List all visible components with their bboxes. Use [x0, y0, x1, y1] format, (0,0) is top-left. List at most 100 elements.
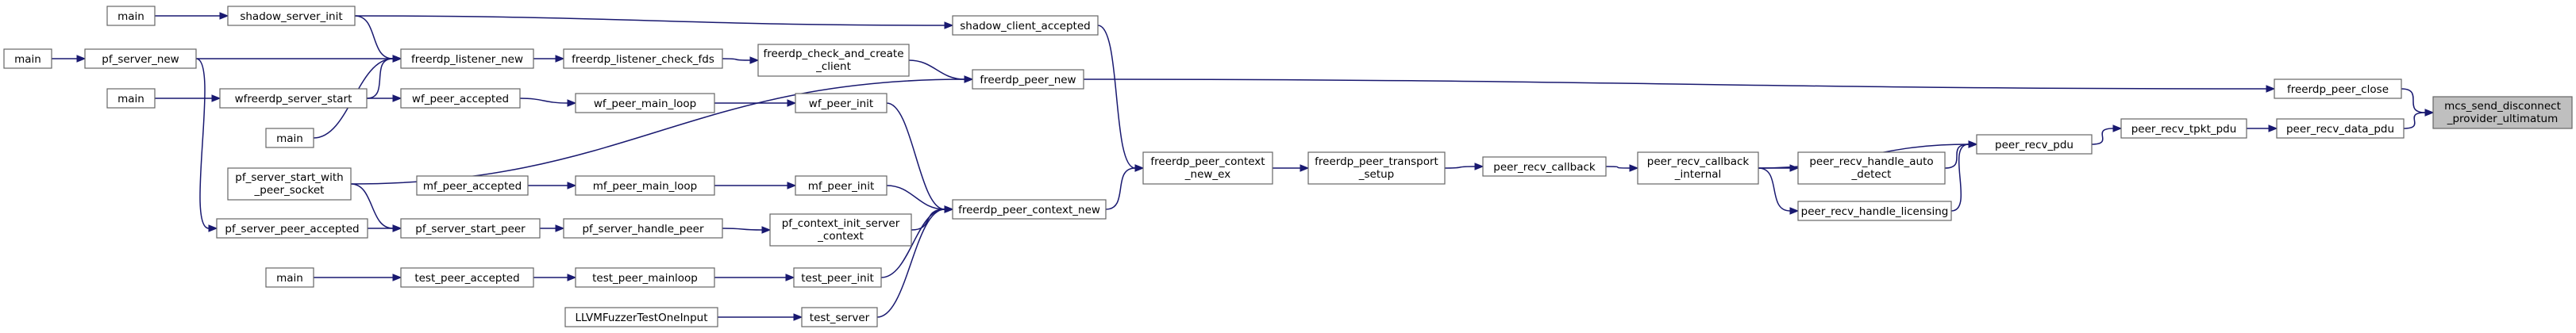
- node-freerdp-peer-context-new[interactable]: freerdp_peer_context_new: [952, 199, 1107, 220]
- edge-wf-peer-accepted-to-wf-peer-main-loop: [519, 98, 568, 104]
- node-freerdp-peer-transport-setup[interactable]: freerdp_peer_transport_setup: [1307, 151, 1446, 185]
- node-pf-context-init-server-context[interactable]: pf_context_init_server_context: [769, 213, 912, 247]
- node-label: test_peer_accepted: [414, 272, 519, 285]
- node-main-mid[interactable]: main: [265, 128, 314, 148]
- node-label: _detect: [1851, 168, 1892, 181]
- node-test-peer-init[interactable]: test_peer_init: [793, 267, 882, 288]
- node-peer-recv-handle-licensing[interactable]: peer_recv_handle_licensing: [1797, 201, 1952, 221]
- node-label: freerdp_peer_transport: [1315, 155, 1438, 168]
- node-label: pf_server_start_with: [235, 171, 343, 184]
- node-label: pf_server_new: [102, 53, 179, 66]
- node-pf-server-start-with-peer-socket[interactable]: pf_server_start_with_peer_socket: [227, 167, 352, 201]
- edge-freerdp-check-and-create-client-to-freerdp-peer-new: [908, 59, 965, 80]
- node-label: freerdp_listener_new: [411, 53, 523, 66]
- node-mcs-send-disconnect[interactable]: mcs_send_disconnect_provider_ultimatum: [2432, 96, 2573, 129]
- node-label: shadow_client_accepted: [960, 20, 1090, 33]
- node-main-pf[interactable]: main: [3, 48, 52, 69]
- node-box: [563, 48, 723, 69]
- node-peer-recv-callback-internal[interactable]: peer_recv_callback_internal: [1637, 151, 1759, 185]
- node-label: main: [117, 10, 144, 23]
- node-wfreerdp-server-start[interactable]: wfreerdp_server_start: [219, 88, 368, 109]
- node-mf-peer-init[interactable]: mf_peer_init: [795, 175, 888, 196]
- node-label: _context: [817, 230, 864, 243]
- node-peer-recv-data-pdu[interactable]: peer_recv_data_pdu: [2276, 118, 2405, 139]
- edge-arrowhead: [567, 99, 577, 107]
- edge-arrowhead: [208, 224, 218, 232]
- node-freerdp-check-and-create-client[interactable]: freerdp_check_and_create_client: [757, 44, 910, 77]
- node-label: peer_recv_data_pdu: [2286, 123, 2394, 136]
- edge-freerdp-peer-new-to-freerdp-peer-close: [1083, 78, 2267, 90]
- node-box: [795, 175, 888, 196]
- node-label: wf_peer_init: [809, 98, 873, 110]
- node-freerdp-peer-context-new-ex[interactable]: freerdp_peer_context_new_ex: [1142, 151, 1273, 185]
- edge-arrowhead: [793, 313, 803, 321]
- node-test-peer-accepted[interactable]: test_peer_accepted: [400, 267, 534, 288]
- node-box: [1797, 151, 1946, 185]
- node-peer-recv-tpkt-pdu[interactable]: peer_recv_tpkt_pdu: [2120, 118, 2247, 139]
- node-box: [972, 69, 1084, 90]
- edge-arrowhead: [76, 55, 87, 63]
- node-box: [2432, 96, 2573, 129]
- node-freerdp-listener-check-fds[interactable]: freerdp_listener_check_fds: [563, 48, 723, 69]
- node-label: peer_recv_tpkt_pdu: [2131, 123, 2237, 136]
- edge-pf-server-handle-peer-to-pf-context-init-server-context: [722, 228, 763, 231]
- node-box: [400, 88, 521, 109]
- node-mf-peer-main-loop[interactable]: mf_peer_main_loop: [575, 175, 715, 196]
- node-pf-server-start-peer[interactable]: pf_server_start_peer: [400, 218, 541, 239]
- edge-arrowhead: [964, 75, 974, 83]
- edge-peer-recv-handle-auto-detect-to-peer-recv-pdu: [1944, 144, 1970, 169]
- node-box: [216, 218, 368, 239]
- node-wf-peer-init[interactable]: wf_peer_init: [795, 93, 888, 113]
- node-label: _provider_ultimatum: [2447, 113, 2559, 125]
- edge-arrowhead: [2112, 124, 2123, 132]
- node-box: [1797, 201, 1952, 221]
- edge-arrowhead: [1789, 164, 1800, 172]
- node-box: [1307, 151, 1446, 185]
- node-wf-peer-main-loop[interactable]: wf_peer_main_loop: [575, 93, 715, 113]
- node-box: [563, 218, 723, 239]
- edge-arrowhead: [567, 274, 577, 281]
- node-label: freerdp_peer_new: [980, 74, 1076, 86]
- node-label: mcs_send_disconnect: [2444, 100, 2561, 113]
- node-pf-server-handle-peer[interactable]: pf_server_handle_peer: [563, 218, 723, 239]
- node-peer-recv-callback[interactable]: peer_recv_callback: [1482, 156, 1607, 177]
- node-freerdp-listener-new[interactable]: freerdp_listener_new: [400, 48, 534, 69]
- node-shadow-client-accepted[interactable]: shadow_client_accepted: [952, 15, 1099, 36]
- node-label: _new_ex: [1184, 168, 1230, 181]
- node-main-shadow[interactable]: main: [106, 6, 156, 26]
- node-freerdp-peer-close[interactable]: freerdp_peer_close: [2274, 78, 2402, 99]
- node-test-server[interactable]: test_server: [801, 307, 878, 327]
- node-wf-peer-accepted[interactable]: wf_peer_accepted: [400, 88, 521, 109]
- node-pf-server-peer-accepted[interactable]: pf_server_peer_accepted: [216, 218, 368, 239]
- edge-arrowhead: [2268, 124, 2278, 132]
- node-box: [400, 267, 534, 288]
- node-box: [227, 167, 352, 201]
- node-box: [2274, 78, 2402, 99]
- node-main-wf[interactable]: main: [106, 88, 156, 109]
- node-label: pf_context_init_server: [782, 217, 900, 230]
- edge-wfreerdp-server-start-to-freerdp-listener-new: [366, 58, 394, 99]
- node-box: [769, 213, 912, 247]
- node-label: freerdp_listener_check_fds: [572, 53, 714, 66]
- node-main-test[interactable]: main: [265, 267, 314, 288]
- edge-freerdp-peer-context-new-to-freerdp-peer-context-new-ex: [1105, 167, 1136, 210]
- edge-arrowhead: [219, 12, 229, 20]
- node-freerdp-peer-new[interactable]: freerdp_peer_new: [972, 69, 1084, 90]
- node-label: _setup: [1358, 168, 1395, 181]
- node-test-peer-mainloop[interactable]: test_peer_mainloop: [575, 267, 715, 288]
- node-peer-recv-handle-auto-detect[interactable]: peer_recv_handle_auto_detect: [1797, 151, 1946, 185]
- node-pf-server-new[interactable]: pf_server_new: [84, 48, 197, 69]
- node-label: wfreerdp_server_start: [235, 93, 352, 105]
- edge-arrowhead: [1789, 207, 1800, 215]
- node-peer-recv-pdu[interactable]: peer_recv_pdu: [1976, 134, 2093, 155]
- node-shadow-server-init[interactable]: shadow_server_init: [227, 6, 356, 26]
- node-box: [2276, 118, 2405, 139]
- node-box: [801, 307, 878, 327]
- node-mf-peer-accepted[interactable]: mf_peer_accepted: [416, 175, 529, 196]
- node-label: shadow_server_init: [240, 10, 342, 23]
- node-llvm-fuzzer[interactable]: LLVMFuzzerTestOneInput: [564, 307, 718, 327]
- node-box: [400, 218, 541, 239]
- node-label: test_peer_mainloop: [592, 272, 698, 285]
- node-box: [265, 267, 314, 288]
